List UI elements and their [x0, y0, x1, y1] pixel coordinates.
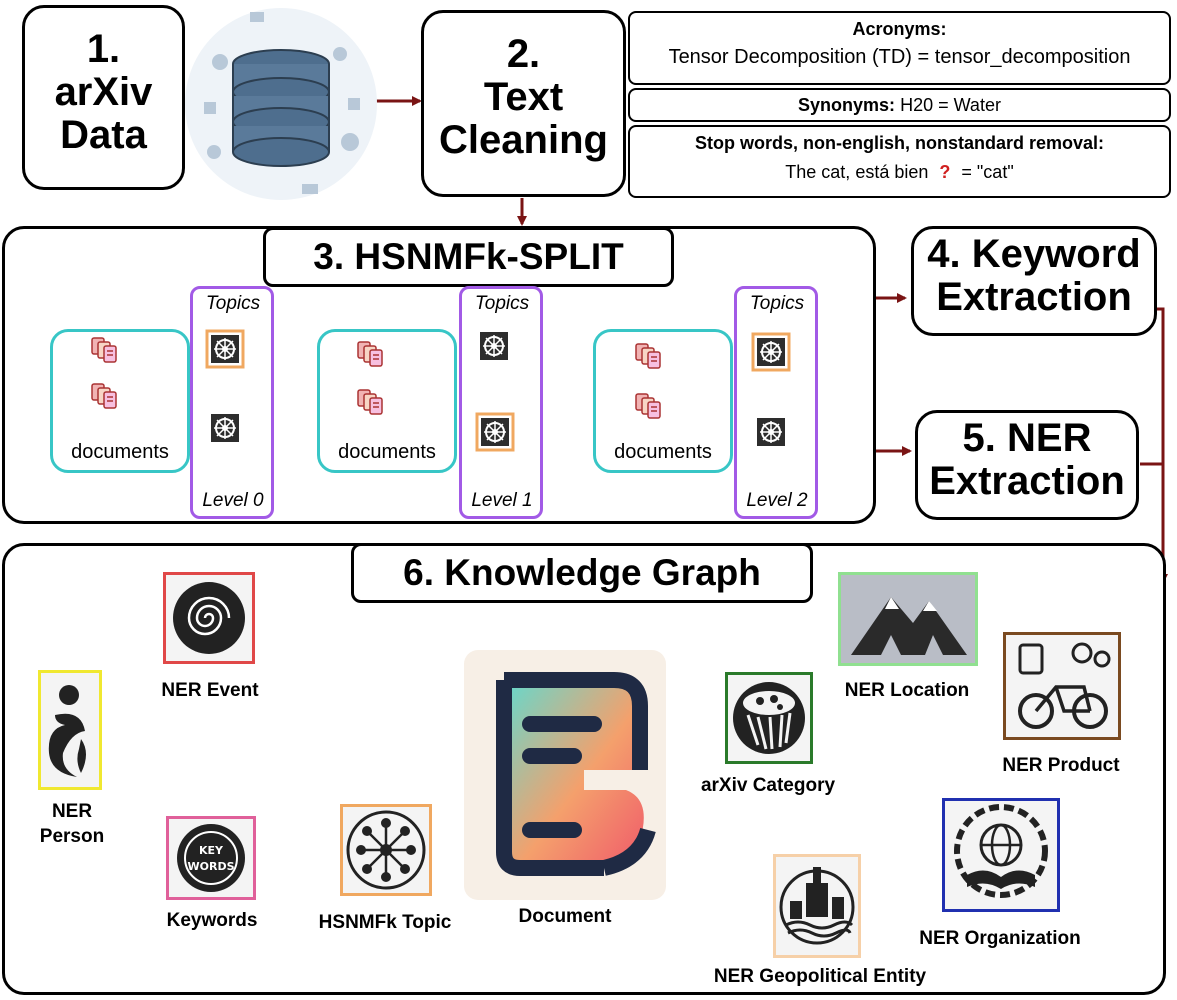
topics-box-level1: Topics Level 1	[459, 286, 543, 519]
stopwords-text-a: The cat, está bien	[785, 162, 929, 182]
arxiv-category-label: arXiv Category	[700, 775, 836, 796]
synonyms-note: Synonyms: H20 = Water	[628, 88, 1171, 122]
ner-organization-label: NER Organization	[919, 928, 1081, 949]
step5-line1: 5. NER	[962, 416, 1092, 460]
level-label-0: Level 0	[202, 490, 264, 511]
documents-label-2: documents	[614, 441, 712, 463]
acronyms-title: Acronyms:	[852, 19, 947, 39]
step1-line2: arXiv	[54, 70, 153, 115]
document-logo-icon	[496, 672, 656, 876]
city-icon	[779, 867, 855, 945]
ner-event-tile	[163, 572, 255, 664]
step4-line1: 4. Keyword	[927, 232, 1141, 276]
ner-person-label-1: NER	[51, 801, 93, 822]
topic-gear-icon	[210, 413, 240, 443]
document-stack-icon	[635, 343, 661, 419]
stopwords-text-b: = "cat"	[961, 162, 1014, 182]
keywords-tile: KEY WORDS	[166, 816, 256, 900]
step2-box: 2. Text Cleaning	[421, 10, 626, 197]
ner-location-label: NER Location	[844, 680, 970, 701]
step1-box: 1. arXiv Data	[22, 5, 185, 190]
documents-box-level2: documents	[593, 329, 733, 473]
ner-geopolitical-label: NER Geopolitical Entity	[713, 966, 927, 987]
documents-box-level0: documents	[50, 329, 190, 473]
stopwords-title: Stop words, non-english, nonstandard rem…	[694, 133, 1105, 153]
topics-label-2: Topics	[749, 293, 805, 314]
topics-label-1: Topics	[474, 293, 530, 314]
ner-person-tile	[38, 670, 102, 790]
keywords-label: Keywords	[166, 910, 258, 931]
acronyms-text: Tensor Decomposition (TD) = tensor_decom…	[668, 46, 1131, 68]
document-stack-icon	[357, 341, 383, 415]
ner-organization-tile	[942, 798, 1060, 912]
acronyms-note: Acronyms: Tensor Decomposition (TD) = te…	[628, 11, 1171, 85]
category-cube-icon	[733, 682, 805, 754]
person-icon	[48, 685, 86, 777]
document-label: Document	[518, 906, 612, 927]
topics-label-0: Topics	[205, 293, 261, 314]
document-node	[464, 650, 666, 900]
document-stack-icon	[91, 337, 117, 409]
topics-box-level2: Topics Level 2	[734, 286, 818, 519]
synonyms-title: Synonyms:	[798, 95, 896, 115]
topic-gear-icon	[756, 417, 786, 447]
ner-product-tile	[1003, 632, 1121, 740]
hsnmfk-topic-label: HSNMFk Topic	[318, 912, 452, 933]
ner-event-label: NER Event	[161, 680, 259, 701]
hsnmfk-topic-tile	[340, 804, 432, 896]
documents-box-level1: documents	[317, 329, 457, 473]
level-label-2: Level 2	[746, 490, 808, 511]
step5-box: 5. NER Extraction	[915, 410, 1139, 520]
ner-product-label: NER Product	[1002, 755, 1120, 776]
svg-text:KEY: KEY	[199, 844, 224, 857]
keywords-seal-icon: KEY WORDS	[177, 824, 245, 892]
stopwords-note: Stop words, non-english, nonstandard rem…	[628, 125, 1171, 198]
topic-gear-icon	[205, 329, 245, 369]
network-icon	[346, 810, 426, 890]
svg-text:WORDS: WORDS	[187, 860, 234, 873]
ner-geopolitical-tile	[773, 854, 861, 958]
step3-title-box: 3. HSNMFk-SPLIT	[263, 227, 674, 287]
step1-line1: 1.	[86, 27, 121, 71]
spiral-icon	[173, 582, 245, 654]
arxiv-category-tile	[725, 672, 813, 764]
step4-box: 4. Keyword Extraction	[911, 226, 1157, 336]
topic-gear-icon	[475, 412, 515, 452]
mountain-icon	[851, 597, 967, 655]
level-label-1: Level 1	[471, 490, 533, 511]
topic-gear-icon	[479, 331, 509, 361]
step2-line1: 2.	[506, 32, 541, 76]
synonyms-text: H20 = Water	[900, 95, 1001, 115]
globe-book-icon	[954, 804, 1048, 898]
step5-line2: Extraction	[929, 459, 1125, 504]
step4-line2: Extraction	[936, 275, 1132, 320]
question-mark-icon: ?	[939, 162, 951, 182]
step2-line3: Cleaning	[439, 118, 608, 163]
step3-title: 3. HSNMFk-SPLIT	[313, 236, 624, 277]
bicycle-icon	[1018, 642, 1111, 729]
ner-location-tile	[838, 572, 978, 666]
documents-label-0: documents	[71, 441, 169, 463]
topics-box-level0: Topics Level 0	[190, 286, 274, 519]
documents-label-1: documents	[338, 441, 436, 463]
step6-title-box: 6. Knowledge Graph	[351, 543, 813, 603]
topic-gear-icon	[751, 332, 791, 372]
database-icon	[185, 8, 377, 200]
arrow-extraction-to-graph	[1140, 307, 1168, 584]
step6-title: 6. Knowledge Graph	[403, 552, 761, 593]
ner-person-label-2: Person	[39, 825, 105, 847]
step1-line3: Data	[60, 113, 147, 158]
step2-line2: Text	[483, 75, 564, 120]
